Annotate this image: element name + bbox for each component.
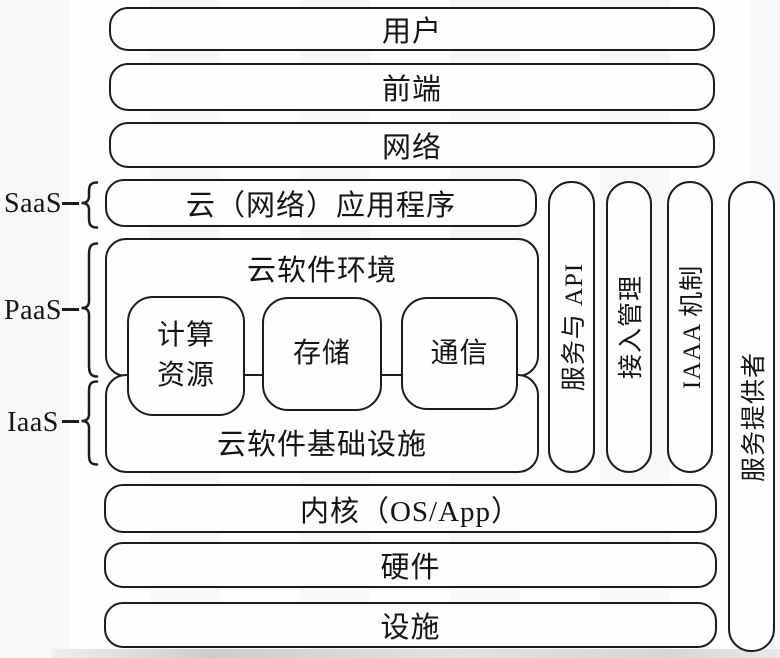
layer-box-network: 网络: [109, 122, 715, 168]
layer-box-kernel: 内核（OS/App）: [104, 484, 717, 533]
saas-label: SaaS: [4, 188, 62, 219]
software-environment-label: 云软件环境: [246, 255, 397, 287]
iaas-dash: [62, 420, 79, 423]
compute-resource-box: 计算 资源: [127, 296, 245, 416]
access-management-label: 接入管理: [618, 274, 645, 380]
saas-brace: [81, 181, 99, 229]
saas-dash: [62, 202, 79, 205]
layer-label-hardware: 硬件: [380, 552, 441, 584]
scan-artifact-band: [52, 649, 780, 658]
paas-brace: [81, 242, 99, 378]
software-infrastructure-label: 云软件基础设施: [216, 429, 427, 461]
layer-label-user: 用户: [381, 16, 442, 48]
iaas-brace: [81, 380, 99, 466]
iaas-label: IaaS: [7, 407, 59, 438]
layer-label-network: 网络: [381, 132, 442, 164]
iaaa-mechanism-label: IAAA 机制: [679, 264, 706, 390]
paas-dash: [62, 308, 79, 311]
service-api-label: 服务与 API: [560, 262, 588, 392]
iaaa-mechanism-column: IAAA 机制: [667, 181, 713, 473]
storage-label: 存储: [292, 338, 351, 370]
layer-box-hardware: 硬件: [104, 542, 717, 588]
storage-box: 存储: [262, 297, 382, 411]
layer-box-facility: 设施: [104, 602, 717, 648]
service-api-column: 服务与 API: [548, 181, 595, 473]
service-provider-column: 服务提供者: [728, 181, 775, 652]
service-provider-label: 服务提供者: [740, 351, 768, 482]
access-management-column: 接入管理: [606, 181, 652, 473]
communication-box: 通信: [401, 297, 518, 410]
layer-label-frontend: 前端: [381, 74, 442, 106]
layer-label-facility: 设施: [380, 612, 441, 644]
communication-label: 通信: [430, 337, 489, 369]
layer-box-frontend: 前端: [109, 63, 715, 111]
layer-box-cloud-app: 云（网络）应用程序: [105, 179, 537, 227]
layer-box-user: 用户: [109, 7, 715, 51]
compute-resource-line1: 计算: [156, 320, 215, 352]
layer-label-kernel: 内核（OS/App）: [299, 495, 522, 528]
paas-label: PaaS: [4, 295, 62, 326]
compute-resource-line2: 资源: [156, 360, 215, 391]
layer-label-cloud-app: 云（网络）应用程序: [185, 190, 456, 222]
